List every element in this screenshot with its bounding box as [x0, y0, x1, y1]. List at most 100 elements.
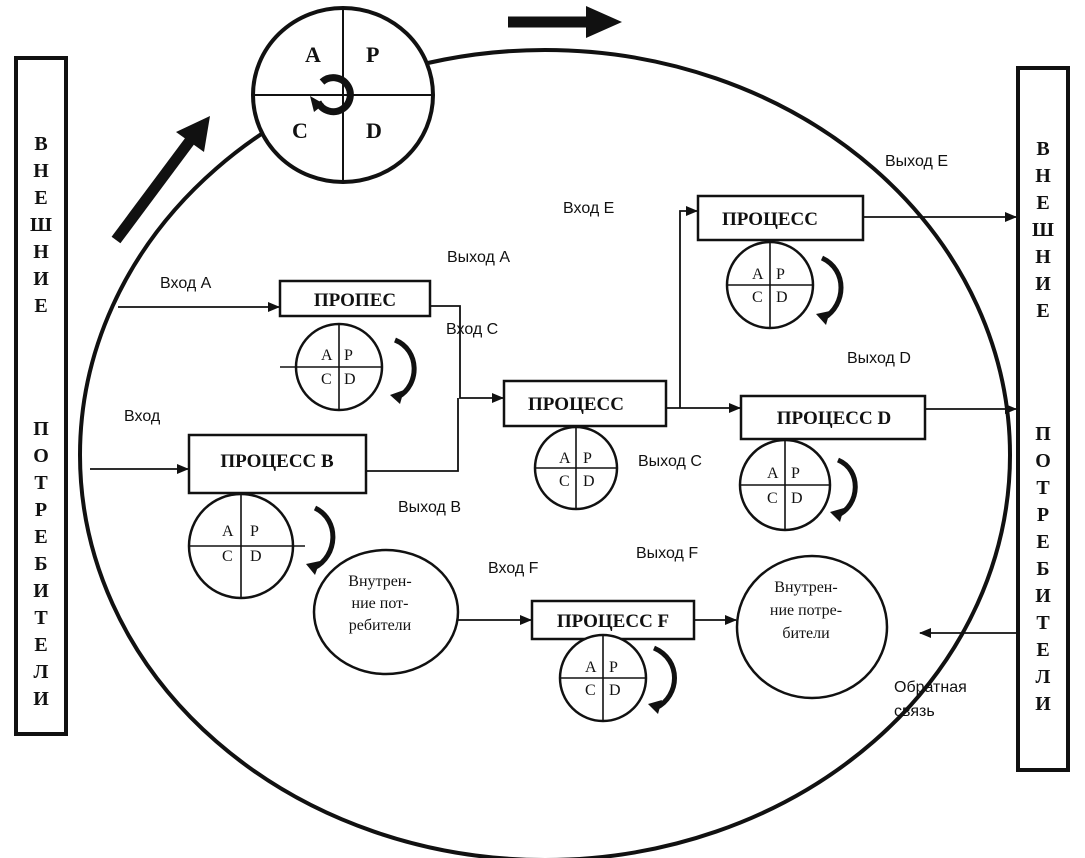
vertical-letter: Л [34, 661, 49, 683]
pdca-a-a: A [321, 347, 333, 364]
pdca-d-p: P [791, 465, 800, 482]
vertical-letter: П [33, 418, 49, 440]
internal-left-line-1: Внутрен- [348, 573, 411, 590]
label-vkhod-a: Вход А [160, 275, 212, 292]
process-a-label: ПРОПЕС [314, 290, 396, 311]
internal-consumers-right: Внутрен- ние потре- бители [735, 554, 889, 700]
process-f-label: ПРОЦЕСС F [557, 611, 669, 632]
pdca-main-a: A [305, 42, 321, 67]
vertical-letter: О [33, 445, 49, 467]
process-e-box [696, 194, 865, 242]
vertical-letter: Н [1035, 165, 1051, 187]
vertical-letter: Е [34, 295, 47, 317]
vertical-letter: В [1036, 138, 1049, 160]
process-d-box [739, 394, 927, 441]
arrow-b-to-c [366, 398, 459, 472]
pdca-wheel-d: A P C D [738, 438, 832, 532]
pdca-wheel-a: A P C D [280, 322, 384, 412]
pdca-c-d: D [583, 473, 595, 490]
process-d-label: ПРОЦЕСС D [777, 408, 891, 429]
pdca-d-a: A [767, 465, 779, 482]
organization-circle [78, 48, 1012, 858]
process-c-box [502, 379, 668, 428]
vertical-letter: Е [1036, 192, 1049, 214]
vertical-letter: Е [34, 526, 47, 548]
pdca-b-c: C [222, 548, 233, 565]
pdca-f-p: P [609, 659, 618, 676]
pdca-e-p: P [776, 266, 785, 283]
pdca-f-c: C [585, 682, 596, 699]
pdca-wheel-c: A P C D [533, 425, 619, 511]
pdca-a-p: P [344, 347, 353, 364]
pdca-main-p: P [366, 42, 379, 67]
rotation-arrow-left [111, 116, 210, 244]
process-f-box [530, 599, 696, 641]
vertical-letter: Т [1036, 477, 1050, 499]
vertical-letter: Н [33, 160, 49, 182]
vertical-letter: Е [1036, 639, 1049, 661]
pdca-f-d: D [609, 682, 621, 699]
vertical-letter: Л [1036, 666, 1051, 688]
vertical-letter: Т [34, 607, 48, 629]
label-vykhod-f: Выход F [636, 545, 698, 562]
label-vykhod-b: Выход В [398, 499, 461, 516]
label-feedback-line-2: связь [894, 703, 935, 720]
pdca-wheel-b: A P C D [187, 492, 305, 600]
cycle-arrow-d [836, 457, 858, 518]
vertical-letter: Е [1036, 300, 1049, 322]
vertical-letter: И [33, 268, 49, 290]
cycle-arrow-b [312, 505, 336, 571]
pdca-e-c: C [752, 289, 763, 306]
pdca-c-c: C [559, 473, 570, 490]
label-vykhod-e: Выход E [885, 153, 948, 170]
rotation-arrow-top [508, 6, 622, 38]
process-b-box [187, 433, 368, 495]
pdca-c-a: A [559, 450, 571, 467]
internal-left-line-2: ние пот- [352, 595, 409, 612]
internal-consumers-left: Внутрен- ние пот- ребители [312, 548, 460, 676]
pdca-b-a: A [222, 523, 234, 540]
vertical-letter: Ш [1032, 219, 1054, 241]
pdca-a-c: C [321, 371, 332, 388]
pdca-d-d: D [791, 490, 803, 507]
vertical-letter: И [33, 580, 49, 602]
arrow-c-to-e [679, 206, 698, 408]
vertical-letter: Т [34, 472, 48, 494]
label-vykhod-d: Выход D [847, 350, 911, 367]
pdca-c-p: P [583, 450, 592, 467]
vertical-letter: Р [1037, 504, 1049, 526]
vertical-letter: Ш [30, 214, 52, 236]
pdca-b-p: P [250, 523, 259, 540]
label-vkhod: Вход [124, 408, 161, 425]
cycle-arrow-a [393, 337, 417, 400]
vertical-letter: О [1035, 450, 1051, 472]
vertical-letter: Е [1036, 531, 1049, 553]
vertical-letter: Н [1035, 246, 1051, 268]
internal-right-line-1: Внутрен- [774, 579, 837, 596]
pdca-f-a: A [585, 659, 597, 676]
pdca-wheel-e: A P C D [725, 240, 815, 330]
pdca-wheel-main: A P C D [251, 6, 435, 184]
internal-left-line-3: ребители [349, 617, 412, 634]
label-vkhod-c: Вход С [446, 321, 498, 338]
vertical-letter: Т [1036, 612, 1050, 634]
vertical-letter: И [1035, 273, 1051, 295]
pdca-d-c: C [767, 490, 778, 507]
label-vkhod-e: Вход E [563, 200, 614, 217]
internal-right-line-2: ние потре- [770, 602, 842, 619]
process-e-label: ПРОЦЕСС [722, 209, 818, 230]
pdca-e-d: D [776, 289, 788, 306]
label-feedback-line-1: Обратная [894, 679, 967, 696]
cycle-arrow-f [652, 645, 677, 711]
process-c-label: ПРОЦЕСС [528, 394, 624, 415]
vertical-letter: Е [34, 187, 47, 209]
pdca-e-a: A [752, 266, 764, 283]
pdca-a-d: D [344, 371, 356, 388]
